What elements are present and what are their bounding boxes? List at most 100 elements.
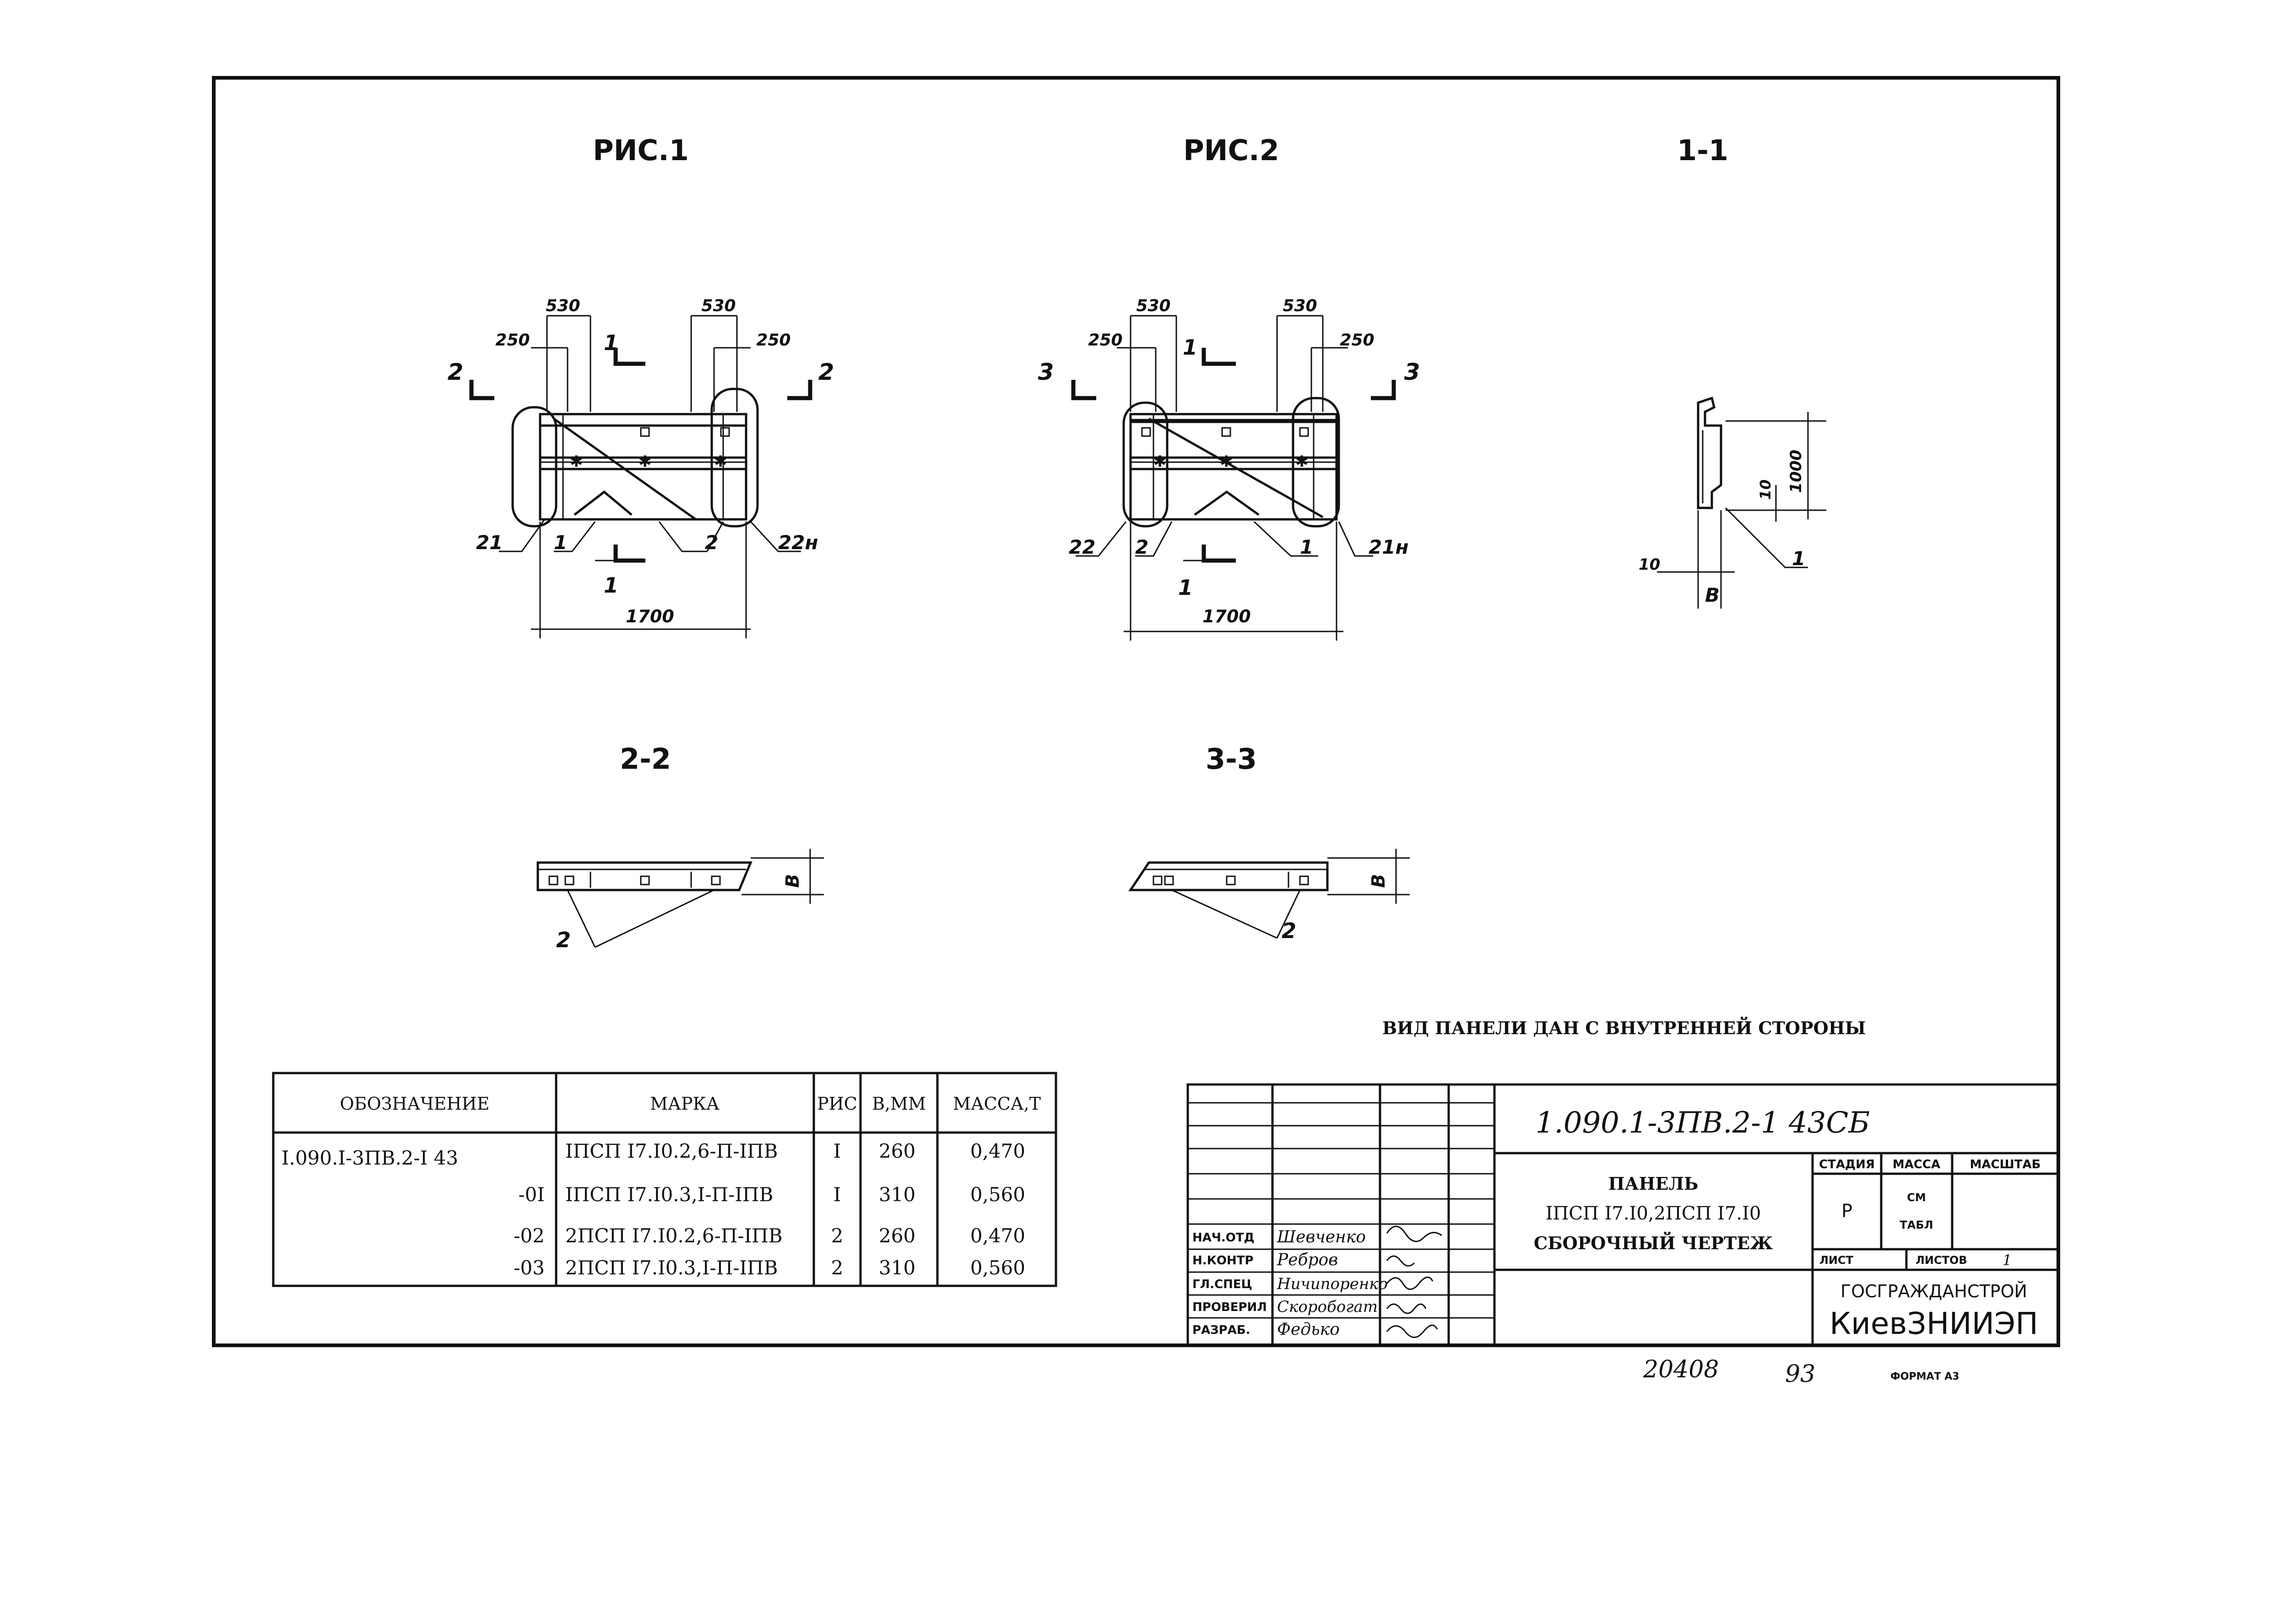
tb-sheets-label: ЛИСТОВ — [1916, 1254, 1967, 1267]
fig2-leader-1 — [1253, 521, 1318, 557]
tb-signature-3 — [1386, 1276, 1434, 1290]
fig2-embed-3 — [1299, 427, 1309, 437]
tb-signature-1 — [1386, 1225, 1442, 1242]
fig2-cut-1-bottom-mark — [1202, 545, 1236, 563]
tb-name-4: Скоробогат — [1277, 1298, 1378, 1316]
tb-name-5: Федько — [1277, 1320, 1340, 1339]
tb-scale-header: МАСШТАБ — [1970, 1158, 2041, 1171]
section-2-2-profile — [536, 861, 752, 891]
spec-row-1-mark: IПСП I7.I0.2,6-П-IПВ — [565, 1140, 778, 1162]
section-3-3-embed-1 — [1153, 875, 1163, 885]
fig2-dim-250-left: 250 — [1088, 331, 1122, 350]
fig2-leader-2 — [1135, 521, 1173, 557]
spec-row-2-fig: I — [833, 1183, 841, 1206]
section-1-1-title: 1-1 — [1677, 134, 1728, 167]
fig2-panel-outline — [1129, 413, 1338, 521]
fig1-dim-250-right: 250 — [756, 331, 790, 350]
fig2-callout-2: 2 — [1135, 536, 1148, 558]
spec-row-3-mass: 0,470 — [970, 1225, 1025, 1247]
fig2-dim-250-right: 250 — [1340, 331, 1374, 350]
fig2-dim-530-left: 530 — [1136, 297, 1170, 315]
fig1-leader-2 — [658, 521, 724, 552]
spec-row-4-b: 310 — [879, 1257, 915, 1279]
spec-row-3-fig: 2 — [831, 1225, 844, 1247]
spec-row-3-b: 260 — [879, 1225, 915, 1247]
tb-name-line2: IПСП I7.I0,2ПСП I7.I0 — [1546, 1203, 1761, 1224]
fig2-cut-3-right-mark — [1371, 380, 1396, 400]
fig2-dim-530-right: 530 — [1283, 297, 1317, 315]
tb-signature-5 — [1386, 1324, 1438, 1338]
tb-role-1: НАЧ.ОТД — [1192, 1231, 1255, 1245]
tb-mass-value-2: ТАБЛ — [1900, 1219, 1933, 1231]
title-block-border — [1186, 1083, 2060, 1347]
spec-row-4-designation: -03 — [514, 1257, 545, 1279]
spec-row-2-mass: 0,560 — [970, 1183, 1025, 1206]
section-1-1-dim-10-a: 10 — [1757, 480, 1774, 500]
fig1-callout-2: 2 — [705, 531, 718, 554]
spec-row-1-mass: 0,470 — [970, 1140, 1025, 1162]
fig1-cut-1-bottom: 1 — [604, 573, 618, 598]
spec-header-b: В,ММ — [872, 1094, 926, 1114]
tb-name-1: Шевченко — [1277, 1228, 1366, 1246]
tb-signature-2 — [1386, 1255, 1415, 1267]
fig2-star-3: ✱ — [1295, 453, 1309, 471]
section-3-3-leader-2 — [1171, 889, 1301, 939]
fig1-star-3: ✱ — [714, 453, 727, 471]
section-3-3-profile — [1128, 861, 1329, 891]
fig2-star-1: ✱ — [1153, 453, 1167, 471]
drawing-frame — [212, 76, 2060, 1347]
fig2-cut-3-left: 3 — [1038, 359, 1054, 385]
fig1-zone-left — [511, 406, 557, 528]
section-2-2-title: 2-2 — [620, 742, 671, 776]
fig2-embed-1 — [1141, 427, 1151, 437]
section-3-3-dim-b: В — [1368, 874, 1389, 888]
section-1-1: 1000 10 10 В 1 — [1639, 396, 1826, 609]
section-2-2-dim-b: В — [782, 874, 803, 888]
fig1-cut-2-right-mark — [787, 380, 812, 400]
fig1-callout-1: 1 — [554, 531, 567, 554]
fig1-embed-1 — [640, 427, 650, 437]
fig1-panel: ✱ ✱ ✱ 530 250 530 250 2 2 1 1 — [448, 297, 834, 638]
fig1-star-1: ✱ — [570, 453, 583, 471]
section-3-3: В 2 — [1128, 849, 1410, 943]
fig1-dim-530-left: 530 — [546, 297, 580, 315]
tb-name-line3: СБОРОЧНЫЙ ЧЕРТЕЖ — [1534, 1232, 1773, 1253]
spec-row-2-designation: -0I — [518, 1183, 545, 1206]
tb-role-3: ГЛ.СПЕЦ — [1192, 1278, 1252, 1291]
fig1-title: РИС.1 — [593, 134, 689, 167]
fig1-dim-530-right: 530 — [701, 297, 736, 315]
tb-name-line1: ПАНЕЛЬ — [1608, 1173, 1699, 1194]
tb-sheet-label: ЛИСТ — [1819, 1254, 1854, 1267]
fig1-leader-1 — [554, 521, 596, 552]
fig1-star-2: ✱ — [639, 453, 652, 471]
spec-header-fig: РИС — [817, 1094, 857, 1114]
section-2-2-embed-4 — [711, 875, 721, 885]
section-3-3-embed-2 — [1164, 875, 1174, 885]
spec-row-4-mass: 0,560 — [970, 1257, 1025, 1279]
fig1-cut-2-right: 2 — [818, 359, 834, 385]
spec-row-3-designation: -02 — [514, 1225, 545, 1247]
fig2-cut-1-bottom: 1 — [1178, 575, 1193, 600]
tb-name-3: Ничипоренко — [1277, 1275, 1388, 1293]
fig1-cut-2-left-mark — [469, 380, 494, 400]
tb-signature-4 — [1386, 1303, 1427, 1314]
spec-row-4-fig: 2 — [831, 1257, 844, 1279]
tb-role-4: ПРОВЕРИЛ — [1192, 1300, 1267, 1314]
tb-role-5: РАЗРАБ. — [1192, 1323, 1250, 1337]
fig1-dim-250-left: 250 — [495, 331, 530, 350]
footer-page: 93 — [1785, 1360, 1815, 1388]
fig2-dim-1700: 1700 — [1202, 606, 1251, 626]
tb-mass-header: МАССА — [1893, 1158, 1940, 1171]
section-2-2: В 2 — [536, 849, 824, 952]
fig1-cut-1-bottom-mark — [613, 545, 645, 563]
section-1-1-dim-b: В — [1705, 584, 1720, 606]
spec-header-mass: МАССА,Т — [953, 1094, 1041, 1114]
section-2-2-embed-1 — [548, 875, 558, 885]
tb-role-2: Н.КОНТР — [1192, 1254, 1254, 1268]
fig2-cut-3-left-mark — [1071, 380, 1096, 400]
spec-row-1-b: 260 — [879, 1140, 915, 1162]
spec-row-2-b: 310 — [879, 1183, 915, 1206]
tb-org-line1: ГОСГРАЖДАНСТРОЙ — [1840, 1281, 2027, 1301]
view-note: ВИД ПАНЕЛИ ДАН С ВНУТРЕННЕЙ СТОРОНЫ — [1382, 1017, 1866, 1038]
spec-row-1-fig: I — [833, 1140, 841, 1162]
